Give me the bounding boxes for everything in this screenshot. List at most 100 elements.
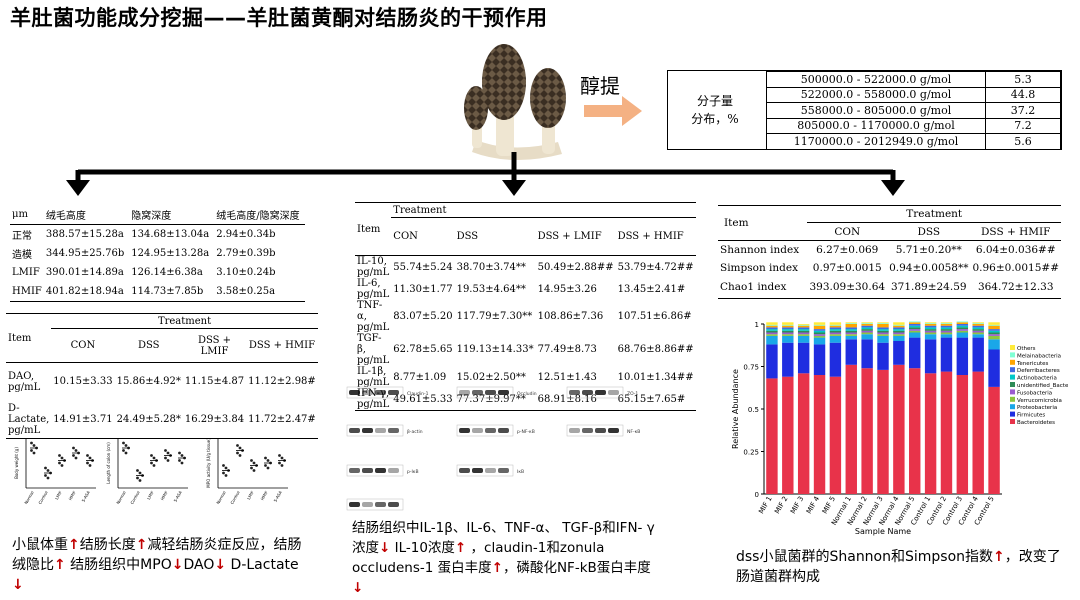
bar-segment: [940, 323, 953, 324]
bar-segment: [877, 324, 889, 328]
caption-text: 结肠组织中MPO: [65, 557, 172, 573]
column-header: CON: [834, 225, 861, 238]
blot-band: [388, 468, 399, 473]
bar-segment: [845, 364, 857, 494]
legend-entry: Verrucomicrobia: [1017, 398, 1062, 404]
bar-segment: [845, 322, 857, 324]
bar-segment: [845, 324, 857, 328]
y-axis-label: Body weight (g): [14, 447, 19, 479]
legend-entry: Bacteroidetes: [1017, 420, 1055, 426]
y-tick-label: 0.75: [743, 364, 759, 372]
blot-band: [582, 390, 593, 395]
y-axis-label: Relative Abundance: [731, 369, 740, 449]
red-up-arrow-icon: ↑: [993, 549, 1005, 565]
bar-segment: [956, 329, 969, 331]
caption-text: IL-10浓度: [390, 540, 455, 556]
bar-segment: [861, 329, 873, 331]
dao-dlactate-table: Item Treatment CON DSS DSS + LMIF DSS + …: [6, 313, 318, 439]
morel-mushroom-image: [464, 44, 566, 161]
bar-segment: [988, 335, 1000, 340]
bar-segment: [956, 322, 969, 324]
legend-entry: Tenericutes: [1016, 361, 1049, 367]
data-point: [58, 454, 61, 457]
data-point: [280, 456, 284, 460]
legend-swatch: [1010, 404, 1015, 410]
x-tick-label: MIF 5: [821, 495, 837, 515]
bar-segment: [782, 322, 794, 325]
blot-band: [608, 428, 619, 433]
bar-segment: [782, 325, 794, 328]
bar-segment: [813, 332, 826, 335]
x-tick-label: HMIF: [68, 489, 78, 501]
legend-swatch: [1010, 374, 1015, 380]
legend-swatch: [1010, 389, 1015, 395]
column-header: 绒毛高度/隐窝深度: [216, 211, 300, 222]
bar-segment: [877, 323, 889, 324]
data-point: [124, 444, 128, 447]
data-point: [124, 451, 128, 455]
blot-frame: [456, 464, 514, 477]
bar-segment: [797, 325, 810, 328]
bar-segment: [813, 334, 826, 336]
bar-segment: [766, 324, 778, 326]
bar-segment: [988, 329, 1000, 331]
red-down-arrow-icon: ↓: [171, 557, 184, 573]
bar-segment: [909, 368, 921, 494]
bar-segment: [813, 324, 826, 326]
data-point: [60, 456, 64, 460]
bar-segment: [924, 323, 937, 324]
column-header: DSS: [456, 231, 479, 242]
alpha-diversity-table: Item Treatment CON DSS DSS + HMIF Shanno…: [718, 205, 1061, 299]
bar-segment: [797, 329, 810, 331]
bar-segment: [893, 324, 905, 326]
legend-entry: Others: [1017, 346, 1036, 352]
red-up-arrow-icon: ↑: [454, 540, 467, 556]
column-header: 隐窝深度: [131, 211, 172, 222]
blot-band: [569, 390, 580, 395]
data-point: [32, 444, 36, 447]
bar-segment: [813, 325, 826, 330]
bar-segment: [909, 329, 921, 331]
bar-segment: [956, 327, 969, 330]
bar-segment: [829, 330, 842, 333]
bar-segment: [940, 327, 953, 330]
blot-band: [362, 390, 373, 395]
column-header: 绒毛高度: [45, 211, 86, 222]
bar-segment: [893, 327, 905, 330]
caption-text: ，claudin-1和zonula occludens-1 蛋白丰度: [352, 540, 605, 576]
blot-band: [388, 428, 399, 433]
bar-segment: [893, 322, 905, 325]
data-point: [152, 456, 156, 460]
x-tick-label: Control: [229, 490, 241, 505]
data-point: [74, 456, 78, 460]
bar-segment: [845, 332, 857, 335]
data-point: [252, 469, 256, 472]
bar-segment: [766, 330, 778, 333]
column-header: DSS + HMIF: [981, 225, 1051, 238]
blot-panel: p-NF-κB: [456, 424, 535, 437]
bar-segment: [972, 334, 984, 338]
data-point: [250, 459, 253, 462]
column-header: DSS: [917, 225, 941, 238]
data-point: [236, 451, 239, 455]
bar-segment: [924, 327, 937, 330]
bar-segment: [940, 337, 953, 372]
bar-segment: [924, 339, 937, 374]
column-header: DSS + HMIF: [248, 340, 316, 351]
bar-segment: [845, 330, 857, 333]
bar-segment: [797, 327, 810, 330]
red-up-arrow-icon: ↑: [68, 537, 80, 553]
blot-frame: [346, 464, 404, 477]
data-point: [222, 471, 225, 475]
red-up-arrow-icon: ↑: [135, 537, 148, 553]
bar-segment: [845, 323, 857, 324]
bar-segment: [813, 329, 826, 331]
blot-panel: β-actin: [346, 424, 423, 437]
blot-frame: [566, 386, 624, 399]
red-down-arrow-icon: ↓: [12, 577, 24, 593]
